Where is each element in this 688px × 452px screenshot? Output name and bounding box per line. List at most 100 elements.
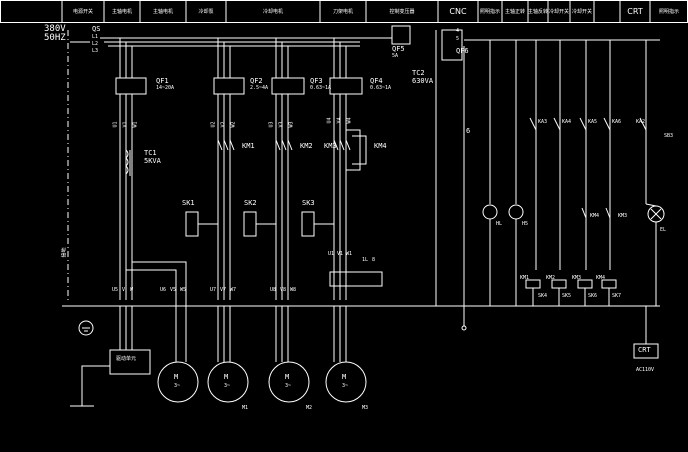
bottom-wire-b4-v: V8 — [280, 287, 287, 293]
relay-label-km1: KM1 — [520, 275, 530, 281]
terminal-label-4: 8 — [372, 257, 376, 263]
bottom-wire-b1-v: V — [122, 287, 126, 293]
title-cell-12: 冷却开关 — [571, 8, 592, 15]
qf2-label: QF2 — [250, 77, 263, 85]
motor-1-label: M — [224, 373, 229, 381]
breaker-qf5 — [391, 25, 411, 45]
terminal-block — [329, 271, 383, 287]
bottom-wire-b1-w: W — [130, 287, 134, 293]
drive-unit — [109, 349, 151, 375]
ac-label: AC110V — [636, 367, 655, 373]
title-cell-3: 冷却泵 — [198, 8, 214, 15]
relay-coil-km2 — [551, 279, 567, 289]
sk2-label: SK2 — [244, 199, 257, 207]
terminal-label-1: V1 — [337, 251, 344, 257]
lamp-el-label: EL — [660, 227, 667, 233]
wire-v4: V4 — [336, 117, 343, 124]
title-cell-6: 控制变压器 — [389, 8, 415, 15]
motor-3-label: M — [342, 373, 347, 381]
ka4-label: KA4 — [562, 119, 572, 125]
sk3-label: SK3 — [302, 199, 315, 207]
bottom-wire-b2-v: V5 — [170, 287, 177, 293]
wire-u3: U3 — [268, 121, 275, 128]
relay-label-km4: KM4 — [596, 275, 606, 281]
tc2-rating: 630VA — [412, 77, 434, 85]
crt-label: CRT — [638, 346, 651, 354]
km-contacts — [217, 139, 351, 151]
motor-0 — [157, 361, 199, 403]
supply-frequency: 50HZ — [44, 33, 66, 43]
km4-label: KM4 — [374, 142, 387, 150]
wire-u2: U2 — [210, 121, 217, 128]
tap-label-4: 4 — [456, 28, 460, 34]
relay-coil-km4 — [601, 279, 617, 289]
tc1-rating: 5KVA — [144, 157, 161, 165]
phase-label-l2: L2 — [92, 41, 99, 47]
lamp-h5 — [508, 204, 524, 220]
tc2-label: TC2 — [412, 69, 425, 77]
qf1-label: QF1 — [156, 77, 169, 85]
phase-label-l1: L1 — [92, 34, 99, 40]
wire-u1: U1 — [112, 121, 119, 128]
ka6-label: KA6 — [612, 119, 622, 125]
motor-m3 — [325, 361, 367, 403]
motor-2-label: M — [285, 373, 290, 381]
qf1-rating: 14~20A — [156, 85, 175, 91]
qf4-label: QF4 — [370, 77, 383, 85]
bottom-wire-b2-w: W5 — [180, 287, 187, 293]
motor-0-label: M — [174, 373, 179, 381]
wire-v3: V3 — [278, 121, 285, 128]
lamp-hl — [482, 204, 498, 220]
motor-1-phase: 3~ — [224, 383, 231, 389]
motor-3-phase: 3~ — [342, 383, 349, 389]
ka5-label: KA5 — [588, 119, 598, 125]
crt-box — [633, 343, 659, 359]
terminal-label-2: W1 — [346, 251, 353, 257]
sk7-label: SK7 — [612, 293, 622, 299]
title-cell-8: 照明指示 — [479, 8, 500, 15]
title-cell-1: 主轴电机 — [111, 8, 132, 15]
qf4-rating: 0.63~1A — [370, 85, 392, 91]
overload-sk1 — [185, 211, 199, 237]
wire-u4: U4 — [326, 117, 333, 124]
qf2-rating: 2.5~4A — [250, 85, 269, 91]
terminal-label-3: 1L — [362, 257, 369, 263]
wire-w2: W2 — [230, 121, 237, 128]
motor-m1 — [207, 361, 249, 403]
ka2-label: KA2 — [636, 119, 646, 125]
title-cell-cnc: CNC — [449, 6, 467, 16]
bottom-wire-b4-w: W8 — [290, 287, 297, 293]
transformer-tc1 — [125, 149, 129, 175]
wire-w1: W1 — [132, 121, 139, 128]
km3-label: KM3 — [324, 142, 337, 150]
title-cell-2: 主轴电机 — [152, 8, 173, 15]
motor-1-name: M1 — [242, 405, 249, 411]
relay-coil-km3 — [577, 279, 593, 289]
coil-contact-km4: KM4 — [590, 213, 600, 219]
sk4-label: SK4 — [538, 293, 548, 299]
wire-v2: V2 — [220, 121, 227, 128]
qf5-label: QF5 — [392, 45, 405, 53]
motor-3-name: M3 — [362, 405, 369, 411]
bottom-wire-b1-u: U5 — [112, 287, 119, 293]
title-cell-14: 照明指示 — [658, 8, 679, 15]
overload-sk3 — [301, 211, 315, 237]
title-cell-0: 电源开关 — [72, 8, 93, 15]
sb3-label: SB3 — [664, 133, 674, 139]
phase-label-l3: L3 — [92, 48, 99, 54]
title-cell-9: 主轴正转 — [504, 8, 525, 15]
supply-voltage: 380V — [44, 24, 66, 34]
ka3-label: KA3 — [538, 119, 548, 125]
relay-label-km2: KM2 — [546, 275, 556, 281]
relay-label-km3: KM3 — [572, 275, 582, 281]
wire-v1: V1 — [122, 121, 129, 128]
schematic-wiring — [0, 0, 688, 407]
bottom-wire-b3-v: V7 — [220, 287, 227, 293]
relay-coil-km1 — [525, 279, 541, 289]
breaker-qf2 — [213, 77, 245, 95]
qf6-label: QF6 — [456, 47, 469, 55]
wire-w4: W4 — [346, 117, 353, 124]
title-cell-4: 冷却电机 — [262, 8, 283, 15]
terminal-label-0: U1 — [328, 251, 335, 257]
